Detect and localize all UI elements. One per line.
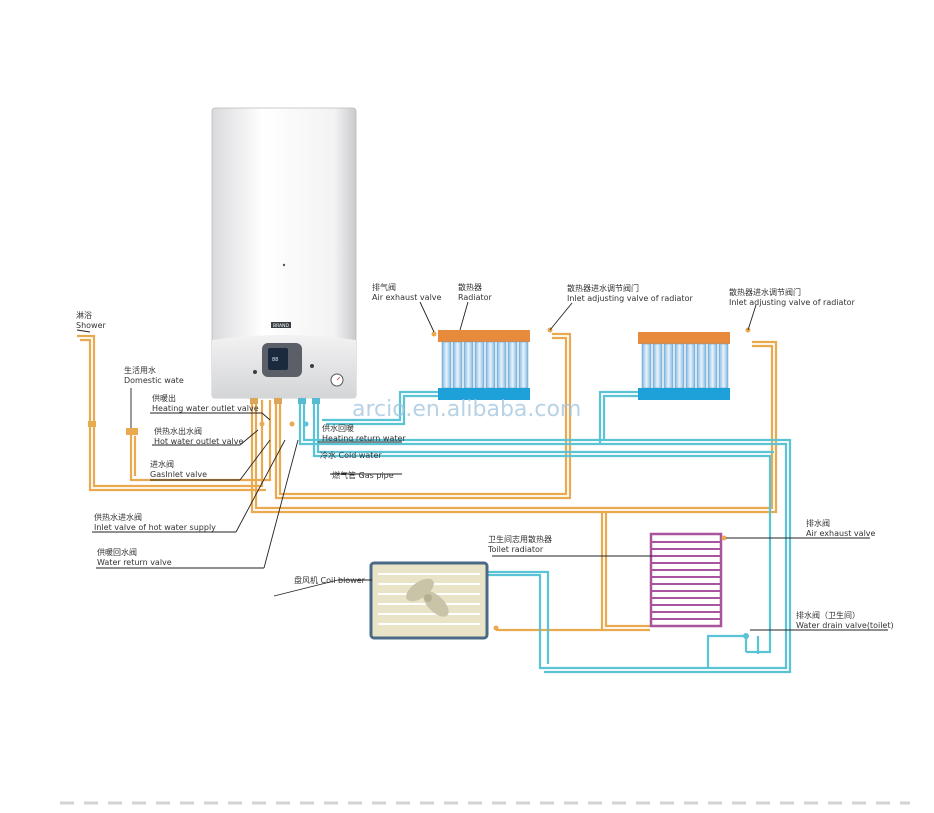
leader-lines bbox=[76, 301, 888, 631]
label-cold-water: 冷水 Cold water bbox=[320, 450, 382, 460]
label-hot-outlet-en: Hot water outlet valve bbox=[154, 437, 243, 446]
toilet-exhaust-valve-icon bbox=[721, 535, 727, 541]
label-heating-return-cn: 供水回暖 bbox=[322, 423, 354, 433]
label-hot-outlet-cn: 供热水出水阀 bbox=[154, 426, 202, 436]
label-heating-return-en: Heating return water bbox=[322, 434, 406, 443]
radiator-2 bbox=[638, 327, 751, 400]
watermark: arcio.en.alibaba.com bbox=[352, 397, 581, 422]
domestic-valve-icon bbox=[126, 428, 138, 435]
label-gas-inlet-en: GasInlet valve bbox=[150, 470, 207, 479]
gas-boiler: 88 BRAND bbox=[211, 107, 357, 404]
label-water-return-cn: 供暖回水阀 bbox=[97, 547, 137, 557]
hot-water-valve-icon bbox=[259, 421, 265, 427]
label-inlet-adj1-cn: 散热器进水调节阀门 bbox=[567, 283, 639, 293]
hot-water-pipes bbox=[77, 332, 778, 632]
cold-water-pipes bbox=[298, 390, 792, 674]
radiator-1 bbox=[431, 327, 553, 400]
label-shower-en: Shower bbox=[76, 321, 107, 330]
label-hot-supply-cn: 供热水进水阀 bbox=[94, 512, 142, 522]
label-toilet-radiator-cn: 卫生间志用散热器 bbox=[488, 534, 552, 544]
label-gas-inlet-cn: 进水阀 bbox=[150, 459, 174, 469]
heating-valve-icon bbox=[289, 421, 295, 427]
label-drain-cn: 排水阀 bbox=[806, 518, 830, 528]
label-air-exhaust-en: Air exhaust valve bbox=[372, 293, 442, 302]
label-shower-cn: 淋浴 bbox=[76, 310, 92, 320]
boiler-button-right bbox=[310, 364, 314, 368]
labels: 淋浴 Shower 生活用水 Domestic wate 供暖出 Heating… bbox=[76, 282, 894, 630]
label-coil-blower: 盘风机 Coil blower bbox=[294, 575, 366, 585]
toilet-radiator bbox=[649, 532, 749, 639]
label-gas-pipe: 燃气管 Gas pipe bbox=[332, 470, 394, 480]
label-hot-supply-en: Inlet valve of hot water supply bbox=[94, 523, 216, 532]
label-inlet-adj1-en: Inlet adjusting valve of radiator bbox=[567, 294, 693, 303]
label-drain-toilet-en: Water drain valve(toilet) bbox=[796, 621, 894, 630]
label-drain-toilet-cn: 排水阀（卫生间） bbox=[796, 610, 860, 620]
air-exhaust-valve-icon bbox=[431, 331, 437, 337]
label-radiator-cn: 散热器 bbox=[458, 282, 482, 292]
label-heating-outlet-cn: 供暖出 bbox=[152, 393, 176, 403]
coil-blower bbox=[369, 561, 499, 640]
fan-icon bbox=[406, 578, 449, 617]
label-inlet-adj2-en: Inlet adjusting valve of radiator bbox=[729, 298, 855, 307]
return-valve-icon bbox=[303, 421, 309, 427]
label-inlet-adj2-cn: 散热器进水调节阀门 bbox=[729, 287, 801, 297]
label-domestic-cn: 生活用水 bbox=[124, 365, 156, 375]
valve-markers bbox=[88, 421, 309, 435]
label-air-exhaust-cn: 排气阀 bbox=[372, 282, 396, 292]
shower-valve-icon bbox=[88, 421, 96, 427]
boiler-brand-label: BRAND bbox=[273, 323, 289, 329]
label-domestic-en: Domestic wate bbox=[124, 376, 184, 385]
label-water-return-en: Water return valve bbox=[97, 558, 172, 567]
label-toilet-radiator-en: Toilet radiator bbox=[487, 545, 544, 554]
drain-valve-icon bbox=[743, 633, 749, 639]
label-heating-outlet-en: Heating water outlet valve bbox=[152, 404, 259, 413]
boiler-button-left bbox=[253, 370, 257, 374]
label-drain-en: Air exhaust valve bbox=[806, 529, 876, 538]
boiler-display: 88 bbox=[272, 357, 278, 363]
coil-valve-icon bbox=[493, 625, 499, 631]
label-radiator-en: Radiator bbox=[458, 293, 493, 302]
